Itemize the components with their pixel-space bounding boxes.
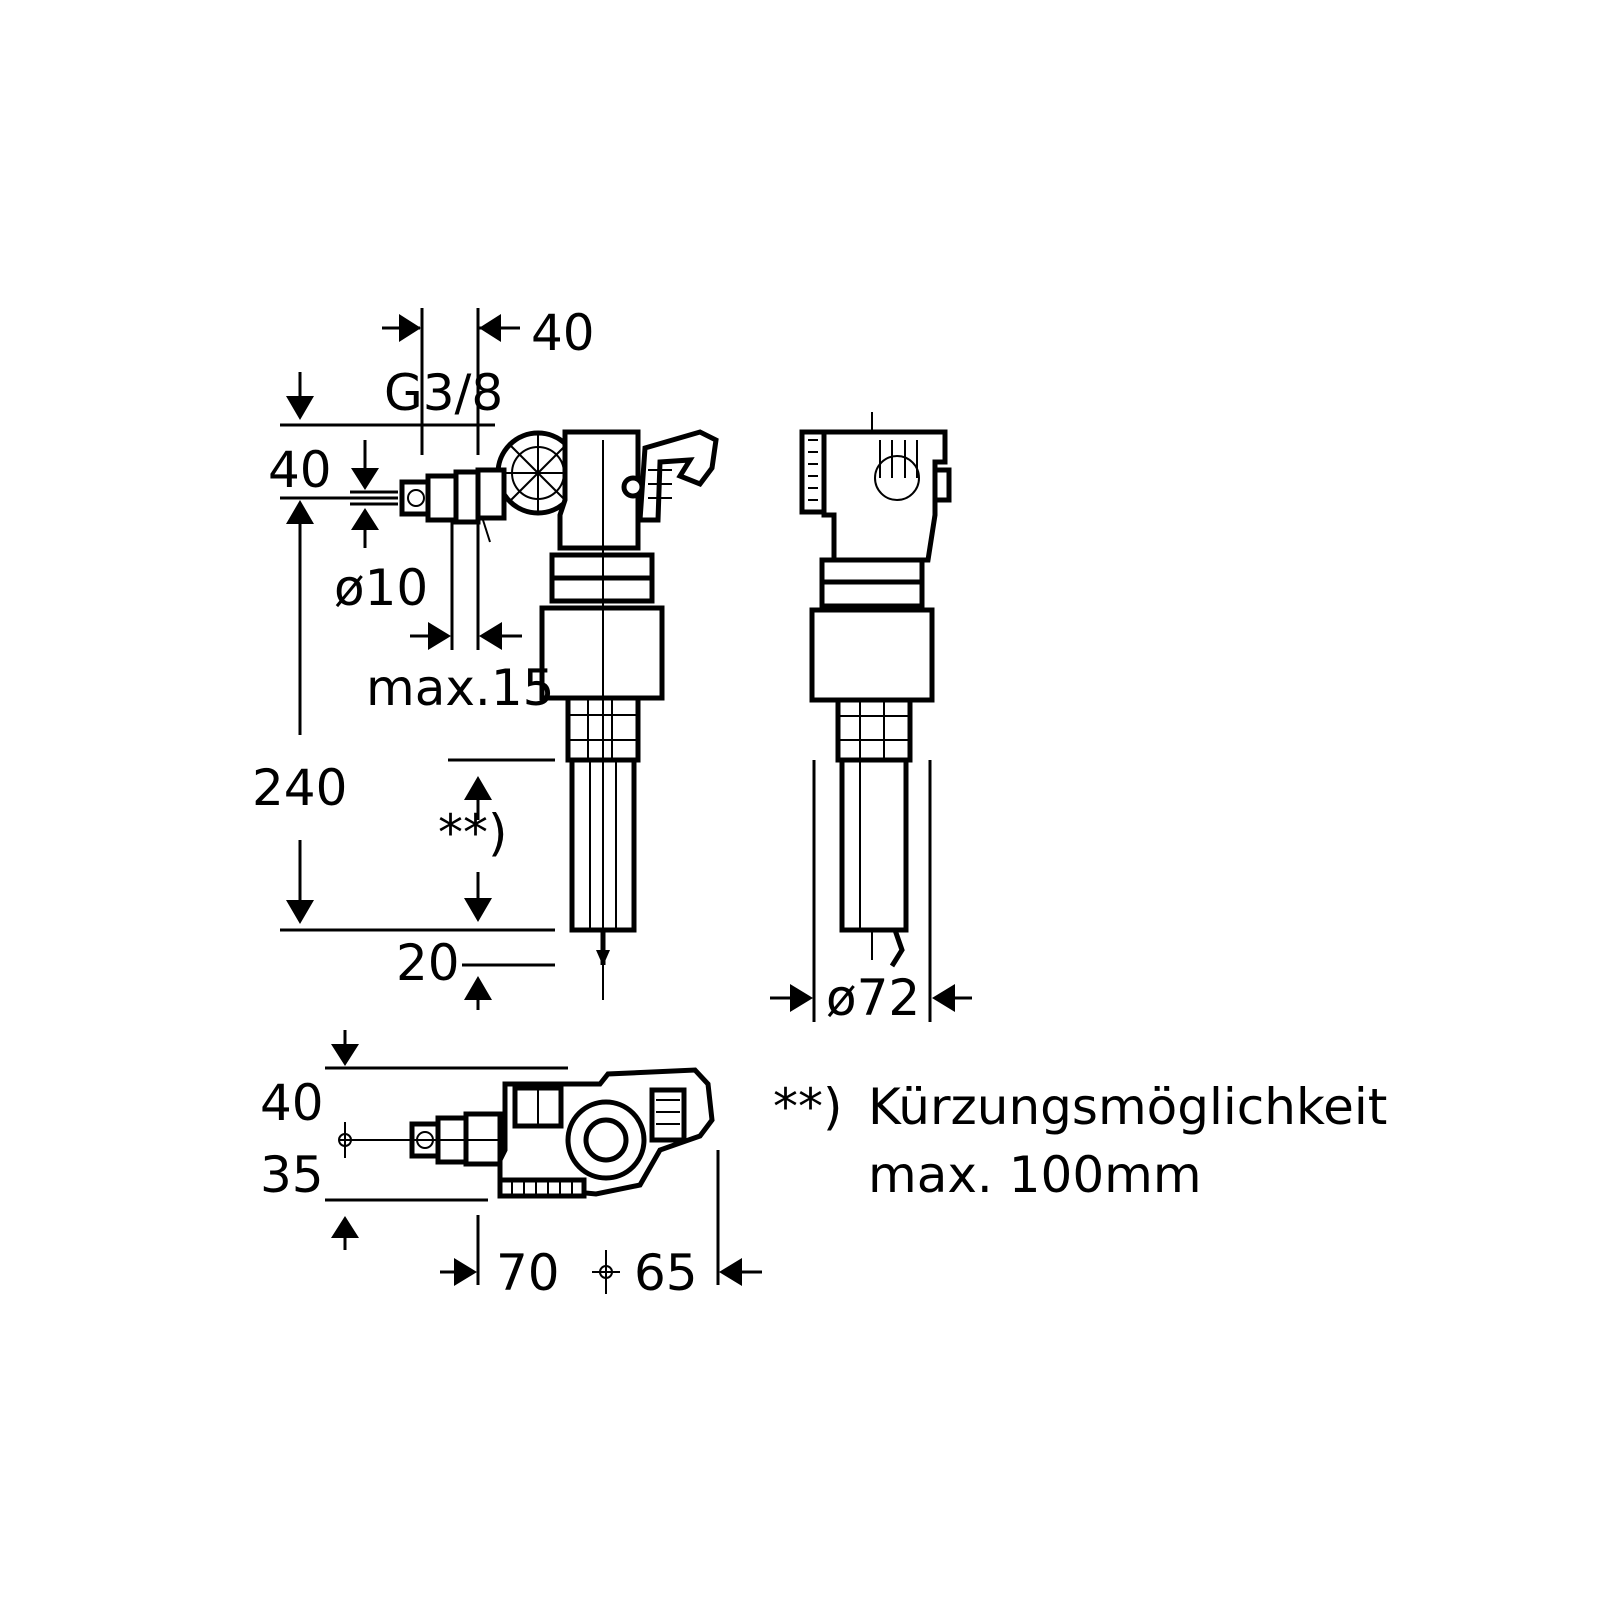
dim-total-height: 240 [252, 759, 347, 817]
dim-tube-diameter: ø72 [826, 969, 920, 1027]
footnote-line-2: max. 100mm [868, 1146, 1202, 1204]
dim-plan-width-left: 70 [496, 1244, 560, 1302]
dim-inlet-diameter: ø10 [334, 559, 428, 617]
dim-shortening-marker: **) [438, 804, 508, 862]
footnote-marker: **) [773, 1078, 843, 1136]
dim-bottom-offset: 20 [396, 934, 460, 992]
dim-plan-axis: 35 [260, 1146, 324, 1204]
dimension-graphics [280, 308, 972, 1294]
front-view [799, 412, 952, 1022]
dim-inlet-height: 40 [268, 441, 332, 499]
dim-top-offset: 40 [531, 304, 595, 362]
footnote-line-1: Kürzungsmöglichkeit [868, 1078, 1387, 1136]
dim-plan-width-right: 65 [634, 1244, 698, 1302]
dim-thread: G3/8 [384, 364, 503, 422]
dim-plan-depth: 40 [260, 1074, 324, 1132]
plan-view [340, 1067, 715, 1199]
dim-max-thread-length: max.15 [366, 659, 554, 717]
side-view [399, 429, 719, 1000]
